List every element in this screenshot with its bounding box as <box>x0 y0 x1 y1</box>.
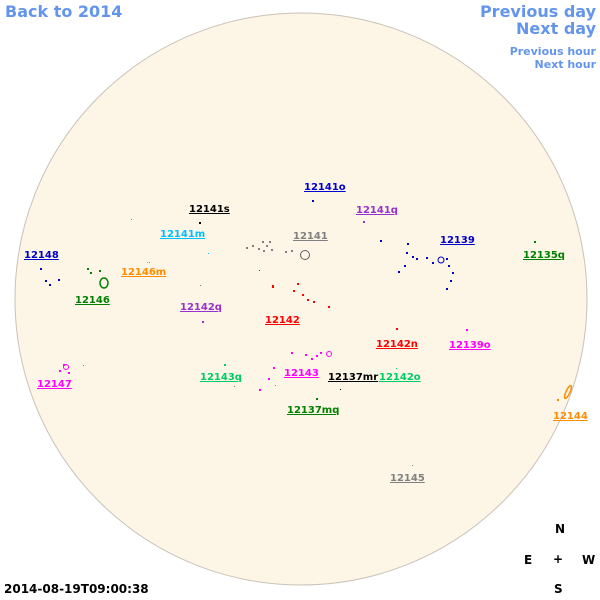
compass-center: + <box>553 552 564 566</box>
region-label-12146[interactable]: 12146 <box>75 295 110 306</box>
sunspot-group-12143 <box>259 351 332 391</box>
region-label-12143[interactable]: 12143 <box>284 368 319 379</box>
sunspot-group-12139 <box>380 240 454 290</box>
region-label-12139o[interactable]: 12139o <box>449 340 491 351</box>
sunspot-group-12141o <box>312 200 314 202</box>
sunspot-group-12146m <box>147 262 148 263</box>
region-label-12142o[interactable]: 12142o <box>379 372 421 383</box>
region-label-12148[interactable]: 12148 <box>24 250 59 261</box>
sunspot-group-12145 <box>412 465 413 466</box>
sunspot-group-12141s <box>199 222 201 224</box>
region-label-12137mr[interactable]: 12137mr <box>328 372 379 383</box>
sunspot-group-12137mr <box>340 389 341 390</box>
sunspot-group-12142o <box>396 368 397 369</box>
back-to-year-link[interactable]: Back to 2014 <box>5 2 123 21</box>
sunspot-group-12146 <box>87 268 109 289</box>
scatter-dots <box>83 219 276 387</box>
sunspot-group-12135q <box>534 241 536 243</box>
sunspot-group-12147 <box>59 364 70 374</box>
sunspot-group-12139o <box>466 329 468 331</box>
sunspot-group-12148 <box>40 268 60 286</box>
region-label-12142n[interactable]: 12142n <box>376 339 418 350</box>
next-hour-link[interactable]: Next hour <box>534 58 597 71</box>
sunspot-group-12141m <box>208 253 209 254</box>
sunspot-group-12137mq <box>316 398 318 400</box>
sunspot-group-12141q <box>363 221 365 223</box>
compass-west: W <box>582 553 596 567</box>
compass-south: S <box>554 582 563 596</box>
previous-day-link[interactable]: Previous day <box>479 2 596 21</box>
region-label-12141q[interactable]: 12141q <box>356 205 398 216</box>
compass-north: N <box>555 522 566 536</box>
region-label-12145[interactable]: 12145 <box>390 473 425 484</box>
region-label-12144[interactable]: 12144 <box>553 411 588 422</box>
region-label-12141o[interactable]: 12141o <box>304 182 346 193</box>
sunspot-group-12144 <box>557 384 573 401</box>
sunspot-group-12142q <box>202 321 204 323</box>
region-label-12142[interactable]: 12142 <box>265 315 300 326</box>
region-label-12137mq[interactable]: 12137mq <box>287 405 340 416</box>
sunspot-group-12142 <box>259 270 330 308</box>
region-label-12147[interactable]: 12147 <box>37 379 72 390</box>
sunspot-group-12143q <box>224 364 226 366</box>
region-label-12141s[interactable]: 12141s <box>189 204 230 215</box>
solar-disk <box>14 12 588 586</box>
region-label-12141m[interactable]: 12141m <box>160 229 206 240</box>
observation-timestamp: 2014-08-19T09:00:38 <box>4 582 149 596</box>
region-label-12135q[interactable]: 12135q <box>523 250 565 261</box>
region-label-12142q[interactable]: 12142q <box>180 302 222 313</box>
region-label-12141[interactable]: 12141 <box>293 231 328 242</box>
region-label-12146m[interactable]: 12146m <box>121 267 167 278</box>
sunspot-group-12142n <box>396 328 398 330</box>
region-label-12139[interactable]: 12139 <box>440 235 475 246</box>
next-day-link[interactable]: Next day <box>516 19 596 38</box>
previous-hour-link[interactable]: Previous hour <box>509 45 596 58</box>
region-label-12143q[interactable]: 12143q <box>200 372 242 383</box>
sunspot-group-12141 <box>246 241 310 260</box>
compass-east: E <box>524 553 533 567</box>
